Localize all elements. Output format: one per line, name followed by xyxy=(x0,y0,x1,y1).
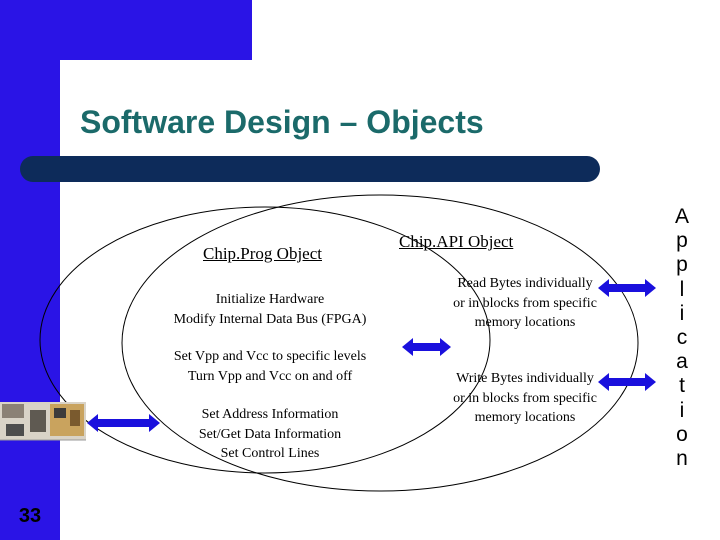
chipprog-item: Initialize Hardware xyxy=(215,292,325,307)
title-underline-bar xyxy=(20,156,600,182)
chipprog-item: Modify Internal Data Bus (FPGA) xyxy=(173,311,367,327)
application-letter: p xyxy=(676,253,688,277)
chipprog-chipapi-arrow xyxy=(402,338,451,356)
application-letter: t xyxy=(679,374,685,398)
chipprog-item: Set Control Lines xyxy=(220,446,320,461)
chipapi-object-title: Chip.API Object xyxy=(399,232,514,251)
hardware-chipprog-arrow xyxy=(87,414,160,432)
application-letter: a xyxy=(676,350,688,374)
chipapi-write-group: Write Bytes individually or in blocks fr… xyxy=(420,369,630,428)
chipapi-read-group: Read Bytes individually or in blocks fro… xyxy=(420,274,630,333)
chipprog-address-group: Set Address Information Set/Get Data Inf… xyxy=(130,405,410,464)
chipapi-application-arrow-lower xyxy=(598,373,656,391)
chipprog-item: Turn Vpp and Vcc on and off xyxy=(187,368,353,384)
chipprog-item: Set Address Information xyxy=(201,407,339,422)
application-letter: i xyxy=(679,301,685,325)
application-letter: n xyxy=(676,447,688,471)
chipapi-item: Read Bytes individually xyxy=(457,276,593,291)
hardware-photo xyxy=(0,402,86,441)
application-label: A p p l i c a t i o n xyxy=(666,205,698,471)
chipprog-voltage-group: Set Vpp and Vcc to specific levels Turn … xyxy=(130,347,410,386)
application-letter: c xyxy=(676,326,688,350)
chipprog-hardware-group: Initialize Hardware Modify Internal Data… xyxy=(130,290,410,329)
slide-title: Software Design – Objects xyxy=(80,104,484,140)
chipapi-item: memory locations xyxy=(474,410,576,425)
application-letter: l xyxy=(679,277,685,301)
chipprog-item: Set/Get Data Information xyxy=(198,426,342,442)
slide-number: 33 xyxy=(18,505,42,527)
application-letter: p xyxy=(676,229,688,253)
chipapi-item: Write Bytes individually xyxy=(456,371,594,386)
chipapi-item: memory locations xyxy=(474,315,576,330)
left-sidebar-band xyxy=(0,0,60,540)
chipprog-ellipse xyxy=(39,206,491,474)
chipapi-item: or in blocks from specific xyxy=(453,295,597,311)
application-letter: o xyxy=(676,422,688,446)
chipapi-application-arrow xyxy=(598,279,656,297)
chipprog-object-title: Chip.Prog Object xyxy=(203,244,322,263)
application-letter: i xyxy=(679,398,685,422)
chipapi-ellipse xyxy=(121,194,639,492)
application-letter: A xyxy=(674,205,689,228)
chipprog-item: Set Vpp and Vcc to specific levels xyxy=(173,349,367,364)
chipapi-item: or in blocks from specific xyxy=(453,390,597,406)
